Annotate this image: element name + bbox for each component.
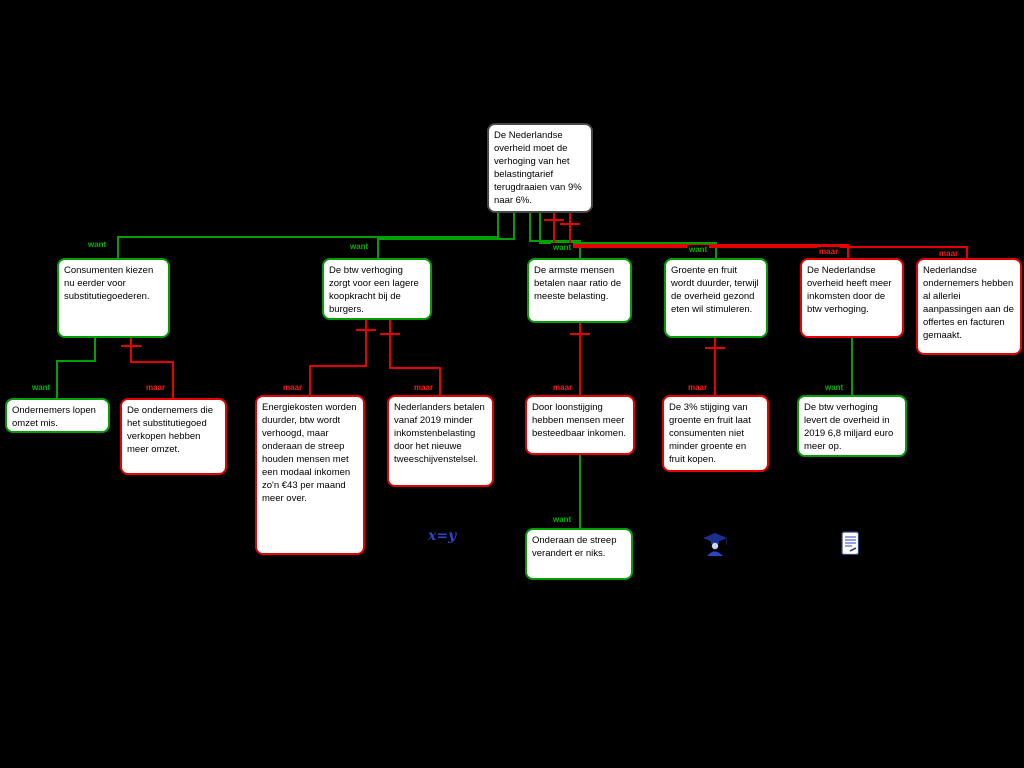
edge-label-want: want — [551, 515, 574, 524]
formula-icon[interactable]: x=y — [428, 528, 457, 544]
claim-aanpassingen[interactable]: Nederlandse ondernemers hebben al allerl… — [916, 258, 1022, 355]
edge-label-maar: maar — [937, 249, 961, 258]
edge-label-maar: maar — [817, 247, 841, 256]
claim-loonstijging[interactable]: Door loonstijging hebben mensen meer bes… — [525, 395, 635, 455]
edge-label-want: want — [687, 245, 710, 254]
edge-label-want: want — [348, 242, 371, 251]
contract-icon[interactable] — [841, 531, 860, 561]
objection-edge — [130, 338, 174, 398]
edge-label-want: want — [551, 243, 574, 252]
support-edge — [56, 338, 96, 398]
objection-edge — [309, 320, 367, 395]
edge-label-maar: maar — [144, 383, 168, 392]
graduate-icon[interactable] — [703, 533, 728, 561]
claim-koopkracht[interactable]: De btw verhoging zorgt voor een lagere k… — [322, 258, 432, 320]
edge-label-want: want — [86, 240, 109, 249]
edge-label-maar: maar — [412, 383, 436, 392]
edge-label-maar: maar — [551, 383, 575, 392]
contention-node[interactable]: De Nederlandse overheid moet de verhogin… — [487, 123, 593, 213]
claim-overheid-inkomsten[interactable]: De Nederlandse overheid heeft meer inkom… — [800, 258, 904, 338]
edge-label-want: want — [30, 383, 53, 392]
claim-energiekosten[interactable]: Energiekosten worden duurder, btw wordt … — [255, 395, 365, 555]
claim-substitutiegoederen[interactable]: Consumenten kiezen nu eerder voor substi… — [57, 258, 170, 338]
claim-meer-omzet[interactable]: De ondernemers die het substitutiegoed v… — [120, 398, 227, 475]
edge-label-maar: maar — [281, 383, 305, 392]
support-edge — [539, 213, 717, 258]
edge-label-maar: maar — [686, 383, 710, 392]
claim-drie-procent[interactable]: De 3% stijging van groente en fruit laat… — [662, 395, 769, 472]
edge-label-want: want — [823, 383, 846, 392]
support-edge — [377, 213, 515, 258]
claim-armste-mensen[interactable]: De armste mensen betalen naar ratio de m… — [527, 258, 632, 323]
claim-groente-fruit[interactable]: Groente en fruit wordt duurder, terwijl … — [664, 258, 768, 338]
claim-miljard[interactable]: De btw verhoging levert de overheid in 2… — [797, 395, 907, 457]
support-edge — [117, 213, 499, 258]
claim-omzet-mis[interactable]: Ondernemers lopen omzet mis. — [5, 398, 110, 433]
objection-edge — [569, 213, 968, 258]
claim-tweeschijvenstelsel[interactable]: Nederlanders betalen vanaf 2019 minder i… — [387, 395, 494, 487]
objection-edge — [389, 320, 441, 395]
claim-verandert-niks[interactable]: Onderaan de streep verandert er niks. — [525, 528, 633, 580]
